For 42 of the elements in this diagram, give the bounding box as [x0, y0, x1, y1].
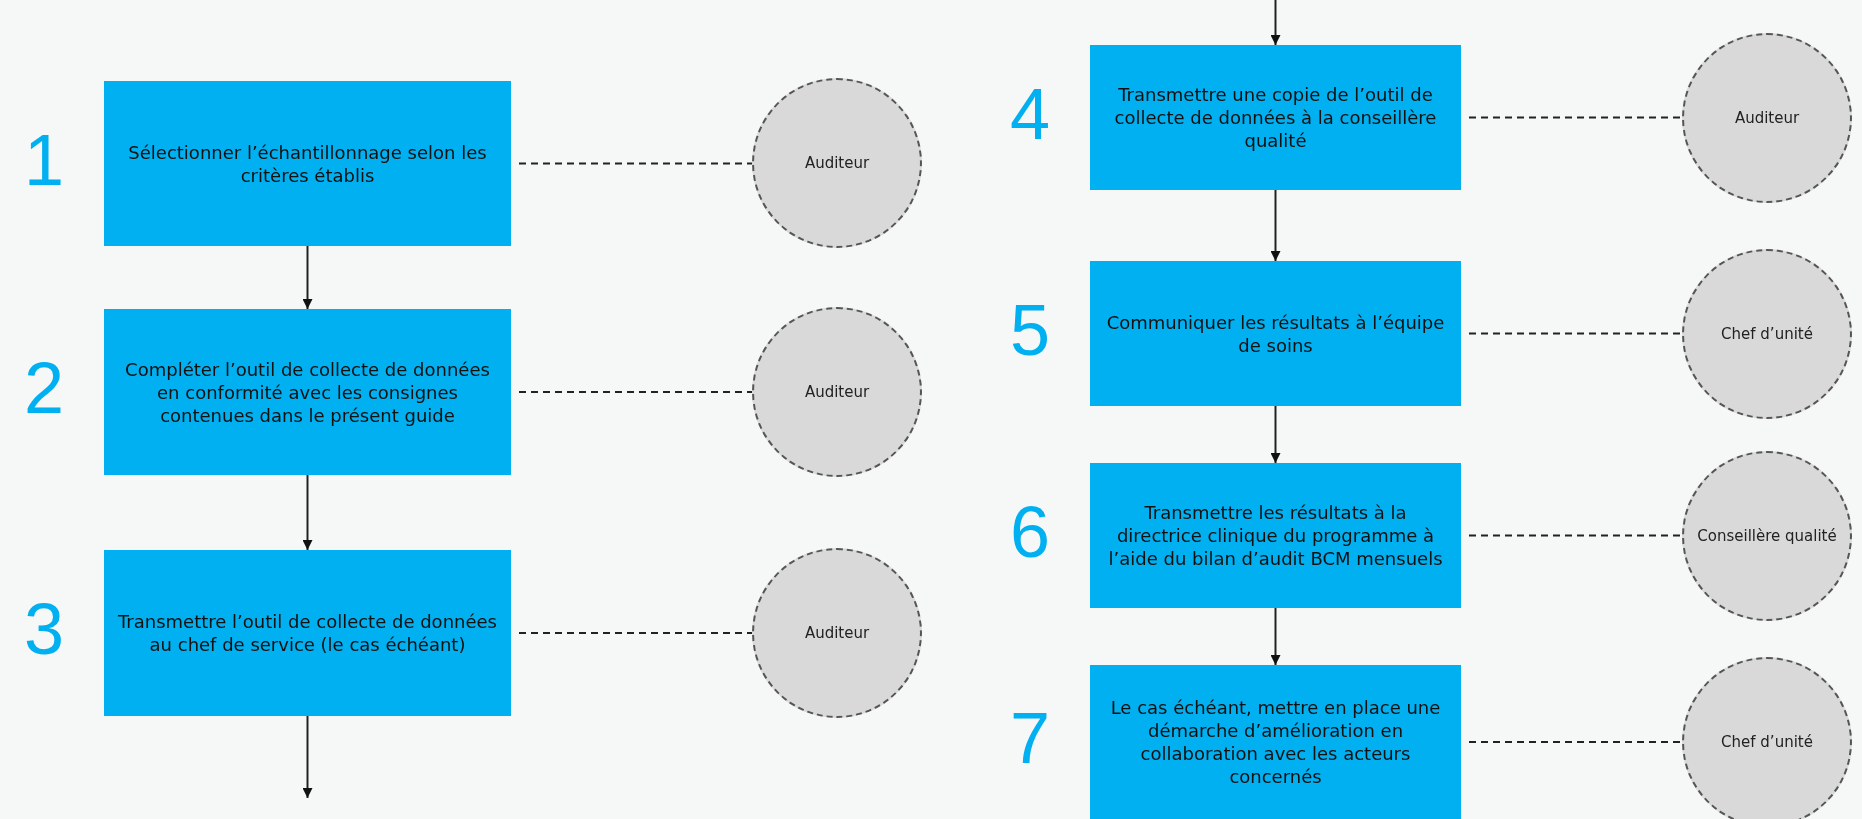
role-label: Auditeur	[804, 153, 870, 173]
step-text: Transmettre une copie de l’outil de collecte de données à la conseillère qualité	[1113, 83, 1438, 152]
step-number: 2	[24, 352, 65, 424]
role-label: Auditeur	[1734, 108, 1800, 128]
step-text: Transmettre les résultats à la directrice clinique du programme à l’aide du bilan d’audit BCM mensuels	[1107, 501, 1444, 570]
process-box	[104, 309, 511, 475]
arrow	[1270, 0, 1281, 46]
step-text: Sélectionner l’échantillonnage selon les critères établis	[127, 140, 488, 187]
step-text: Le cas échéant, mettre en place une démarche d’amélioration en collaboration avec les acteurs concernés	[1109, 696, 1442, 788]
process-box	[1090, 463, 1461, 608]
process-box	[1090, 261, 1461, 406]
process-box	[1090, 45, 1461, 190]
step-number: 6	[1010, 495, 1051, 568]
dashed-connector	[518, 391, 753, 393]
step-number: 5	[1010, 293, 1051, 366]
arrow	[302, 245, 313, 310]
arrow	[1270, 607, 1281, 666]
step-text: Communiquer les résultats à l’équipe de soins	[1105, 310, 1446, 357]
arrow	[302, 715, 313, 799]
process-box	[104, 81, 511, 246]
step-number: 1	[24, 123, 65, 196]
arrow	[302, 474, 313, 551]
process-box	[1090, 665, 1461, 819]
dashed-connector	[1468, 332, 1683, 335]
role-label: Auditeur	[804, 382, 870, 402]
dashed-connector	[518, 162, 753, 165]
step-number: 3	[24, 593, 65, 665]
step-text: Transmettre l’outil de collecte de données au chef de service (le cas échéant)	[118, 610, 497, 656]
role-label: Auditeur	[804, 623, 870, 643]
dashed-connector	[518, 632, 753, 634]
step-number: 7	[1010, 702, 1051, 774]
dashed-connector	[1468, 741, 1683, 743]
step-text: Compléter l’outil de collecte de données en conformité avec les consignes contenues dans le présent guide	[124, 357, 491, 427]
dashed-connector	[1468, 116, 1683, 119]
process-box	[104, 550, 511, 716]
role-label: Chef d’unité	[1721, 732, 1813, 752]
role-label: Conseillère qualité	[1697, 526, 1837, 546]
arrow	[1270, 405, 1281, 464]
arrow	[1270, 189, 1281, 262]
step-number: 4	[1010, 77, 1051, 150]
role-label: Chef d’unité	[1721, 324, 1813, 344]
dashed-connector	[1468, 534, 1683, 537]
